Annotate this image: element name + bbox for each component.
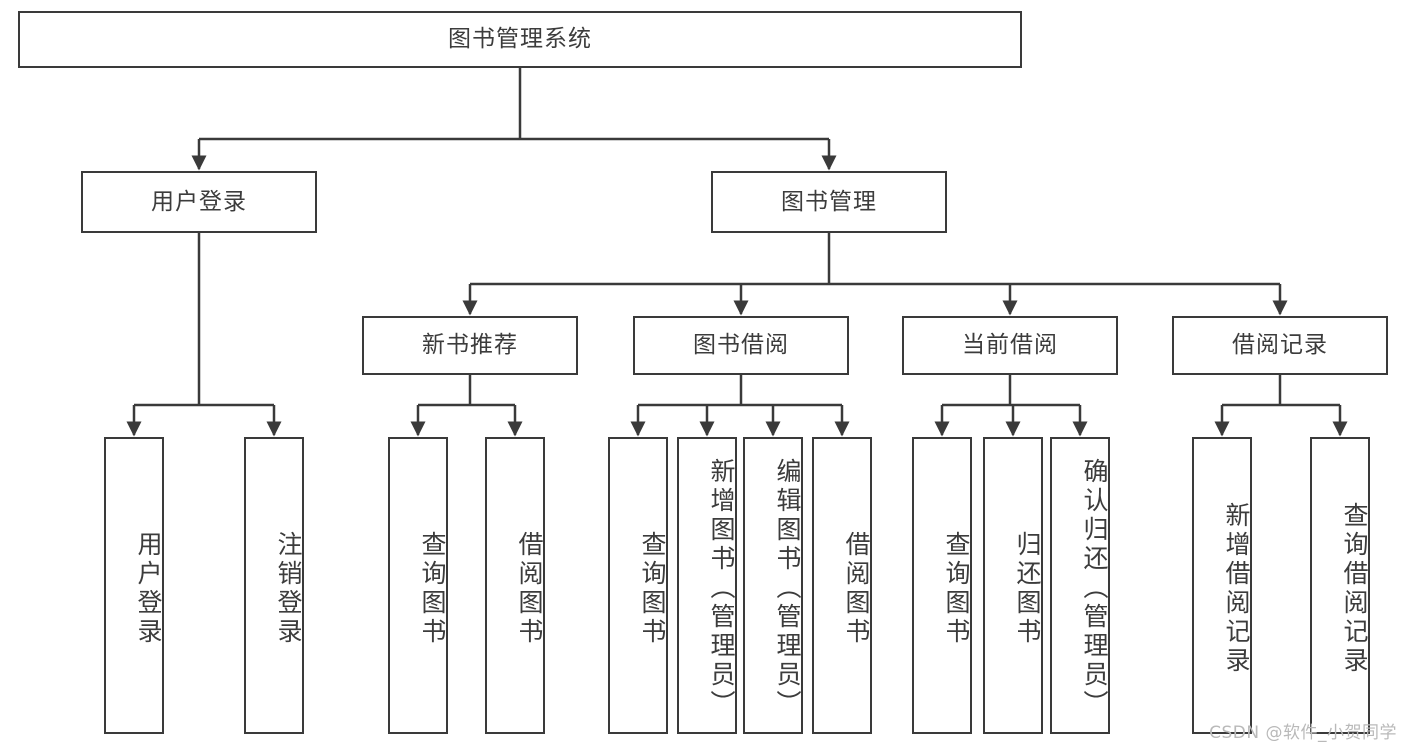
node-label: 查询图书 — [418, 530, 447, 647]
node-label: 图书借阅 — [693, 332, 789, 359]
node-label: 新书推荐 — [422, 332, 518, 359]
node-leaf-2[interactable]: 注销登录 — [244, 437, 304, 734]
node-leaf-1[interactable]: 用户登录 — [104, 437, 164, 734]
node-label: 借阅记录 — [1232, 332, 1328, 359]
node-label: 借阅图书 — [515, 530, 544, 647]
node-label: 注销登录 — [274, 530, 303, 647]
node-root[interactable]: 图书管理系统 — [18, 11, 1022, 68]
node-label: 确认归还（管理员） — [1080, 458, 1109, 719]
node-label: 编辑图书（管理员） — [773, 458, 802, 719]
node-book-borrow[interactable]: 图书借阅 — [633, 316, 849, 375]
node-label: 用户登录 — [134, 530, 163, 647]
node-leaf-8[interactable]: 借阅图书 — [812, 437, 872, 734]
node-user-login[interactable]: 用户登录 — [81, 171, 317, 233]
node-leaf-5[interactable]: 查询图书 — [608, 437, 668, 734]
node-new-book-rec[interactable]: 新书推荐 — [362, 316, 578, 375]
node-leaf-3[interactable]: 查询图书 — [388, 437, 448, 734]
node-leaf-10[interactable]: 归还图书 — [983, 437, 1043, 734]
node-leaf-4[interactable]: 借阅图书 — [485, 437, 545, 734]
node-current-borrow[interactable]: 当前借阅 — [902, 316, 1118, 375]
node-label: 归还图书 — [1013, 530, 1042, 647]
node-label: 借阅图书 — [842, 530, 871, 647]
node-label: 图书管理 — [781, 188, 877, 215]
node-leaf-7[interactable]: 编辑图书（管理员） — [743, 437, 803, 734]
node-leaf-6[interactable]: 新增图书（管理员） — [677, 437, 737, 734]
node-book-manage[interactable]: 图书管理 — [711, 171, 947, 233]
node-leaf-13[interactable]: 查询借阅记录 — [1310, 437, 1370, 734]
node-label: 查询借阅记录 — [1340, 501, 1369, 676]
node-leaf-9[interactable]: 查询图书 — [912, 437, 972, 734]
node-label: 图书管理系统 — [448, 26, 592, 53]
node-label: 新增图书（管理员） — [707, 458, 736, 719]
node-label: 查询图书 — [942, 530, 971, 647]
node-leaf-11[interactable]: 确认归还（管理员） — [1050, 437, 1110, 734]
node-label: 查询图书 — [638, 530, 667, 647]
node-borrow-record[interactable]: 借阅记录 — [1172, 316, 1388, 375]
node-leaf-12[interactable]: 新增借阅记录 — [1192, 437, 1252, 734]
node-label: 用户登录 — [151, 188, 247, 215]
node-label: 新增借阅记录 — [1222, 501, 1251, 676]
node-label: 当前借阅 — [962, 332, 1058, 359]
